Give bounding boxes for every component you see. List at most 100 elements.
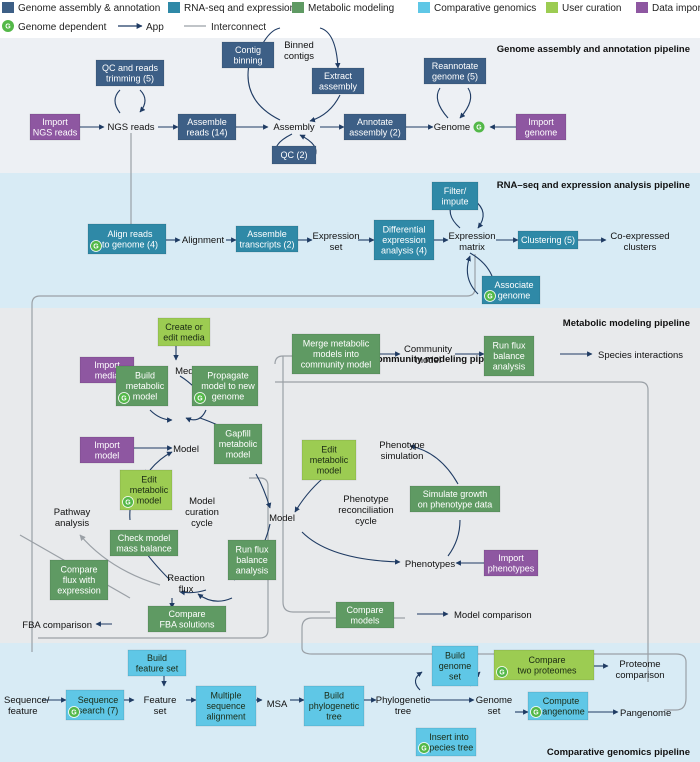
pipeline-title-rnaseq: RNA–seq and expression analysis pipeline	[497, 180, 690, 191]
app-box-label: binning	[233, 55, 262, 65]
app-box-bg	[29, 113, 81, 141]
app-box-bg	[483, 549, 539, 577]
app-box-label: Import	[498, 553, 524, 563]
app-box-clustering[interactable]: Clustering (5)	[517, 230, 579, 250]
genome-dependent-letter: G	[487, 294, 493, 301]
app-box-label: genome	[212, 392, 245, 402]
app-box-qc2[interactable]: QC (2)	[271, 145, 317, 165]
node-assembly: Assembly	[273, 122, 314, 133]
app-box-label: analysis	[493, 362, 526, 372]
app-box-label: Compute	[543, 696, 580, 706]
app-box-bg	[109, 529, 179, 557]
app-box-label: Insert into	[429, 732, 469, 742]
app-box-label: Import	[528, 117, 554, 127]
app-box-bg	[493, 649, 595, 681]
app-box-label: expression	[57, 586, 101, 596]
band-genome	[0, 38, 700, 173]
node-species-interactions: Species interactions	[598, 350, 683, 361]
app-box-label: Run flux	[235, 545, 269, 555]
legend-swatch-import	[636, 2, 648, 13]
app-box-label: Differential	[383, 225, 426, 235]
app-box-label: to genome (4)	[102, 239, 158, 249]
app-box-label: Contig	[235, 45, 261, 55]
node-community-model-1: Community	[404, 344, 452, 355]
app-box-bg	[409, 485, 501, 513]
app-box-label: Compare	[528, 655, 565, 665]
app-box-bg	[373, 219, 435, 261]
node-genome-set-2: set	[488, 706, 501, 717]
pipeline-title-comparative: Comparative genomics pipeline	[547, 747, 690, 758]
legend-g-badge	[2, 20, 14, 32]
app-box-label: metabolic	[130, 485, 169, 495]
node-msa: MSA	[267, 699, 288, 710]
app-box-label: Run flux	[492, 341, 526, 351]
node-binned-2: contigs	[284, 51, 314, 62]
node-curation-2: curation	[185, 507, 219, 518]
genome-dependent-badge	[90, 240, 102, 252]
genome-node-badge-letter: G	[476, 125, 482, 132]
node-coexpressed-2: clusters	[624, 242, 657, 253]
node-phenotype-sim-1: Phenotype	[379, 440, 424, 451]
app-box-label: model to new	[201, 381, 255, 391]
node-reconciliation-2: reconciliation	[338, 505, 393, 516]
genome-dependent-badge	[194, 392, 206, 404]
app-box-bg	[221, 41, 275, 69]
interconnect-model-compare	[274, 355, 330, 613]
app-box-bg	[49, 559, 109, 601]
genome-dependent-letter: G	[499, 670, 505, 677]
app-box-label: genome	[439, 661, 472, 671]
app-box-label: QC (2)	[281, 150, 308, 160]
app-box-bg	[79, 436, 135, 464]
node-genome: Genome	[434, 122, 470, 133]
app-box-bg	[127, 649, 187, 677]
app-box-label: model	[133, 392, 158, 402]
app-box-label: Assemble	[247, 229, 287, 239]
legend-swatch-rnaseq	[168, 2, 180, 13]
app-box-label: Associate	[494, 280, 533, 290]
app-box-label: Import	[94, 360, 120, 370]
app-box-label: Edit	[141, 475, 157, 485]
app-box-filter-impute[interactable]: Filter/impute	[431, 181, 479, 211]
node-genome-set-1: Genome	[476, 695, 512, 706]
pipeline-title-genome: Genome assembly and annotation pipeline	[497, 44, 690, 55]
